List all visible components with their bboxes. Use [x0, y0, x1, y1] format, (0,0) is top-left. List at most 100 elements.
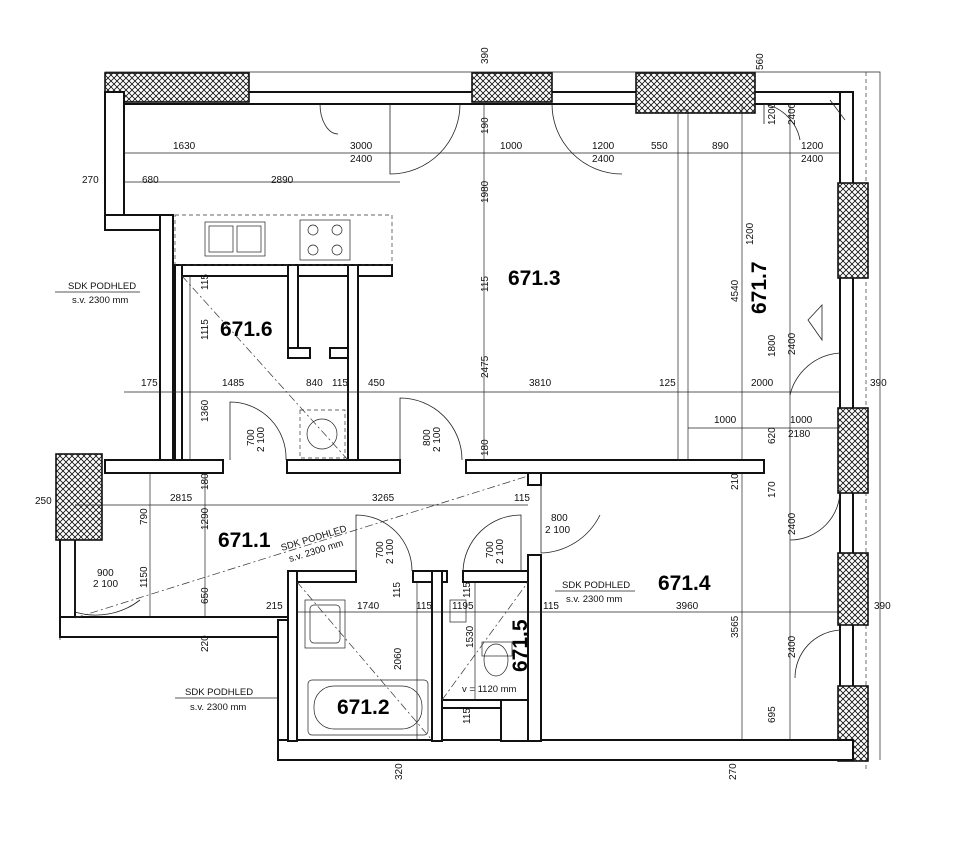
dim-label: 215	[266, 601, 283, 612]
dim-label: 1530	[465, 625, 476, 648]
room-label-671-3: 671.3	[508, 267, 561, 290]
dim-label: 115	[392, 582, 403, 598]
dim-label: 2400	[787, 512, 798, 535]
dim-label: 2400	[592, 154, 615, 165]
dim-label: 4540	[730, 279, 741, 302]
dim-label: 2890	[271, 175, 294, 186]
dim-label: 1800	[767, 334, 778, 357]
sdk-note-title-1: SDK PODHLED	[68, 281, 136, 292]
interior-walls	[104, 109, 765, 742]
room-label-671-5: 671.5	[509, 619, 532, 672]
door-height-label: 2 100	[545, 525, 570, 536]
dim-label: 790	[139, 508, 150, 525]
dim-label: 1000	[714, 415, 737, 426]
door-height-label: 2 100	[432, 427, 443, 452]
vertical-dimension-labels: 390 560 190 1980 115 2475 180 115 1115 1…	[139, 47, 798, 780]
dim-label: 2400	[350, 154, 373, 165]
room-label-671-6: 671.6	[220, 318, 273, 341]
dim-label: 560	[755, 53, 766, 70]
dim-label: 1980	[480, 180, 491, 203]
room-label-671-1: 671.1	[218, 529, 271, 552]
washer	[299, 409, 346, 459]
dim-label: 2000	[751, 378, 774, 389]
door-labels: 700 2 100 800 2 100 800 2 100 700 2 100 …	[93, 427, 570, 590]
dim-label: 1200	[745, 222, 756, 245]
door-width-label: 800	[422, 429, 433, 446]
dim-label: 2180	[788, 429, 811, 440]
dim-label: 1195	[452, 601, 474, 612]
dim-label: 180	[480, 439, 491, 456]
exterior-walls	[55, 72, 869, 762]
toilet	[449, 599, 513, 677]
ceiling-lines	[74, 275, 529, 741]
dim-label: 115	[416, 601, 432, 612]
dim-label: 1000	[500, 141, 523, 152]
dim-label: 2400	[787, 102, 798, 125]
dim-label: 125	[659, 378, 676, 389]
dim-label: 1630	[173, 141, 196, 152]
dim-label: 390	[480, 47, 491, 64]
dim-label: 840	[306, 378, 323, 389]
sdk-note-height-3: s.v. 2300 mm	[566, 594, 622, 605]
door-width-label: 700	[375, 541, 386, 558]
dim-label: 3000	[350, 141, 373, 152]
door-width-label: 900	[97, 568, 114, 579]
dimension-lines	[75, 104, 840, 740]
dim-label: 2815	[170, 493, 193, 504]
dim-label: 2400	[787, 635, 798, 658]
dim-label: 3265	[372, 493, 395, 504]
dim-label: 1000	[790, 415, 813, 426]
dim-label: 115	[514, 493, 530, 504]
dim-label: 1150	[139, 566, 150, 588]
dim-label: 695	[767, 706, 778, 723]
dim-label: 210	[730, 473, 741, 490]
sdk-note-height-4: s.v. 2300 mm	[190, 702, 246, 713]
dim-label: 1200	[767, 102, 778, 125]
door-height-label: 2 100	[256, 427, 267, 452]
dim-label: 3565	[730, 615, 741, 638]
dim-label: 1200	[801, 141, 824, 152]
room-label-671-4: 671.4	[658, 572, 711, 595]
dim-label: 650	[200, 587, 211, 604]
door-width-label: 700	[246, 429, 257, 446]
door-height-label: 2 100	[385, 539, 396, 564]
door-width-label: 700	[485, 541, 496, 558]
dim-label: 1200	[592, 141, 615, 152]
dim-label: 3810	[529, 378, 552, 389]
dim-label: 3960	[676, 601, 699, 612]
dim-label: 180	[200, 473, 211, 490]
dim-label: 2400	[801, 154, 824, 165]
dim-label: 270	[728, 763, 739, 780]
dim-label: 450	[368, 378, 385, 389]
dim-label: 1360	[200, 399, 211, 422]
door-width-label: 800	[551, 513, 568, 524]
dim-label: 115	[332, 378, 348, 389]
dim-label: 2400	[787, 332, 798, 355]
sdk-note-title-4: SDK PODHLED	[185, 687, 253, 698]
dim-label: 680	[142, 175, 159, 186]
dim-label: 1485	[222, 378, 245, 389]
toilet-height-note: v = 1120 mm	[462, 684, 517, 695]
dim-label: 250	[35, 496, 52, 507]
room-label-671-2: 671.2	[337, 696, 390, 719]
dim-label: 1115	[200, 319, 211, 340]
dim-label: 1740	[357, 601, 380, 612]
dim-label: 220	[200, 635, 211, 652]
dim-label: 550	[651, 141, 668, 152]
dimension-labels: 1630 3000 2400 1000 1200 2400 550 890 12…	[35, 141, 891, 612]
sdk-note-title-3: SDK PODHLED	[562, 580, 630, 591]
dim-label: 2060	[393, 647, 404, 670]
room-label-671-7: 671.7	[748, 261, 771, 314]
dim-label: 190	[480, 117, 491, 134]
dim-label: 390	[870, 378, 887, 389]
dim-label: 1290	[200, 507, 211, 530]
dim-label: 620	[767, 427, 778, 444]
dim-label: 115	[543, 601, 559, 612]
dim-label: 390	[874, 601, 891, 612]
dim-label: 890	[712, 141, 729, 152]
dim-label: 320	[394, 763, 405, 780]
dim-label: 2475	[480, 355, 491, 378]
dim-label: 115	[462, 582, 473, 598]
bathtub	[307, 679, 429, 736]
